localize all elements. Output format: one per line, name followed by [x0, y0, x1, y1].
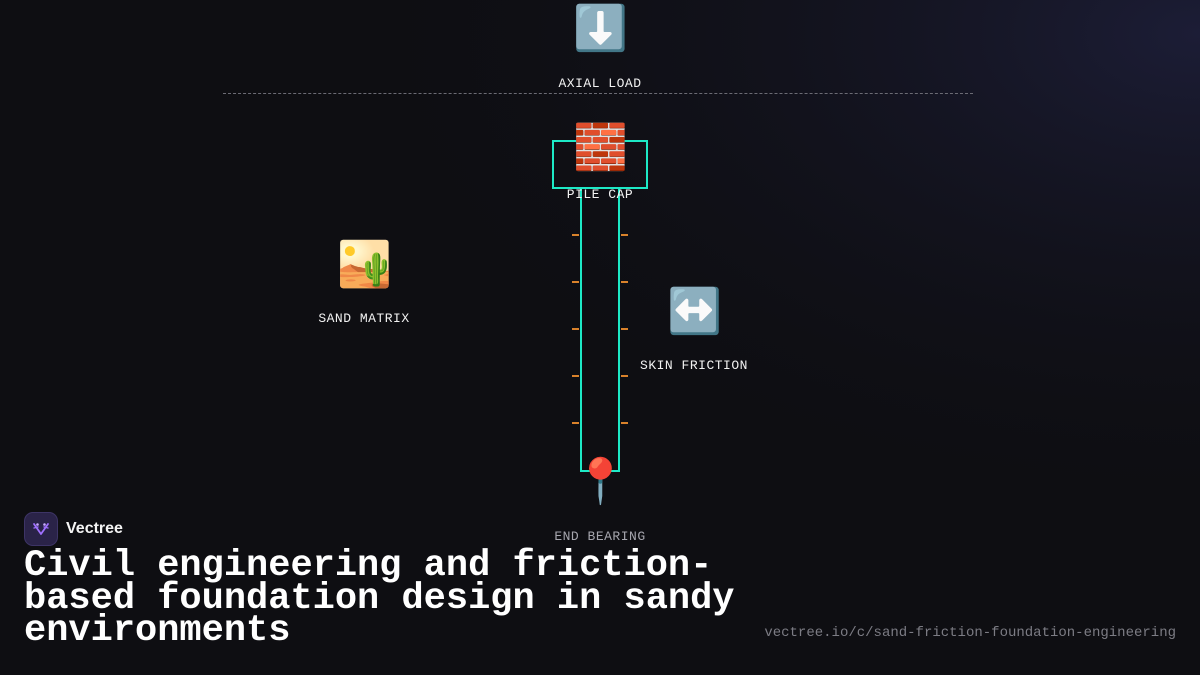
node-sand-matrix: 🏜️ SAND MATRIX: [264, 241, 464, 326]
desert-icon: 🏜️: [337, 243, 392, 293]
node-end-bearing: 📍 END BEARING: [500, 458, 700, 544]
brand-name: Vectree: [66, 520, 123, 537]
page-title: Civil engineering and friction-based fou…: [24, 545, 735, 652]
down-arrow-icon: ⬇️: [573, 7, 628, 57]
pin-icon: 📍: [573, 460, 628, 510]
vectree-logo-icon: [24, 512, 58, 546]
node-axial-load: ⬇️ AXIAL LOAD: [500, 5, 700, 91]
node-label: PILE CAP: [566, 187, 634, 202]
node-label: SKIN FRICTION: [640, 358, 748, 373]
load-reference-line: [223, 93, 973, 94]
page-url[interactable]: vectree.io/c/sand-friction-foundation-en…: [764, 625, 1176, 641]
node-skin-friction: ↔️ SKIN FRICTION: [594, 288, 794, 373]
node-label: END BEARING: [554, 529, 646, 544]
friction-ticks: [572, 234, 628, 424]
brick-icon: 🧱: [573, 126, 628, 176]
brand: Vectree: [24, 512, 123, 546]
left-right-arrow-icon: ↔️: [667, 290, 722, 340]
node-label: SAND MATRIX: [318, 311, 410, 326]
pile-shaft: [580, 187, 620, 472]
node-pile-cap: 🧱 PILE CAP: [500, 124, 700, 202]
node-label: AXIAL LOAD: [558, 76, 642, 91]
